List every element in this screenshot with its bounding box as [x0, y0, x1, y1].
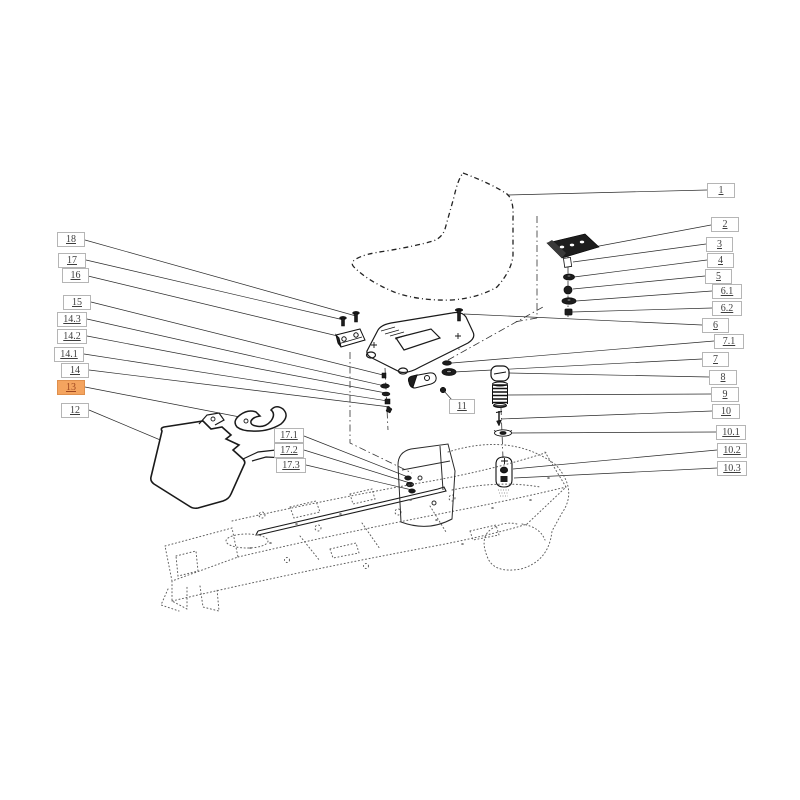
seat-outline: [351, 172, 514, 301]
callout-17[interactable]: 17: [58, 253, 86, 268]
callout-10-3[interactable]: 10.3: [717, 461, 747, 476]
hinge-bracket: [335, 328, 366, 348]
callout-10[interactable]: 10: [712, 404, 740, 419]
callout-6-2[interactable]: 6.2: [712, 301, 742, 316]
washers-7: [441, 360, 457, 376]
callout-7[interactable]: 7: [702, 352, 729, 367]
washer-10-1: [493, 429, 513, 437]
callout-14-1[interactable]: 14.1: [54, 347, 84, 362]
callout-15[interactable]: 15: [63, 295, 91, 310]
callout-18[interactable]: 18: [57, 232, 85, 247]
callout-2[interactable]: 2: [711, 217, 739, 232]
seat-rail-part: [546, 233, 600, 259]
callout-6-1[interactable]: 6.1: [712, 284, 742, 299]
nut-11: [439, 386, 447, 394]
callout-3[interactable]: 3: [706, 237, 733, 252]
callout-7-1[interactable]: 7.1: [714, 334, 744, 349]
callout-13-selected[interactable]: 13: [57, 380, 85, 395]
callout-4[interactable]: 4: [707, 253, 734, 268]
callout-6[interactable]: 6: [702, 318, 729, 333]
callout-14[interactable]: 14: [61, 363, 89, 378]
callout-9[interactable]: 9: [711, 387, 739, 402]
callout-5[interactable]: 5: [705, 269, 732, 284]
callout-11[interactable]: 11: [449, 399, 475, 414]
left-fastener-stack: [380, 372, 393, 414]
rod-fasteners: [404, 475, 416, 494]
latch-part: [408, 372, 437, 389]
frame-seat-panel: [397, 443, 456, 527]
callout-10-2[interactable]: 10.2: [717, 443, 747, 458]
callout-14-2[interactable]: 14.2: [57, 329, 87, 344]
damper-cylinder: [495, 456, 513, 497]
pin-part: [495, 411, 503, 427]
callout-10-1[interactable]: 10.1: [716, 425, 746, 440]
callout-16[interactable]: 16: [62, 268, 89, 283]
knob-part: [490, 365, 510, 382]
leader-lines: [83, 189, 718, 491]
callout-17-2[interactable]: 17.2: [274, 443, 304, 458]
callout-17-3[interactable]: 17.3: [276, 458, 306, 473]
callout-1[interactable]: 1: [707, 183, 735, 198]
rail-fastener-stack: [561, 257, 577, 316]
plate-screws: [339, 308, 464, 327]
seat-support-plate: [365, 311, 475, 375]
callout-8[interactable]: 8: [709, 370, 737, 385]
callout-17-1[interactable]: 17.1: [274, 428, 304, 443]
chassis-frame: [160, 443, 570, 612]
s-bracket: [234, 406, 287, 432]
callout-14-3[interactable]: 14.3: [57, 312, 87, 327]
callout-12[interactable]: 12: [61, 403, 89, 418]
spring-part: [492, 381, 508, 408]
